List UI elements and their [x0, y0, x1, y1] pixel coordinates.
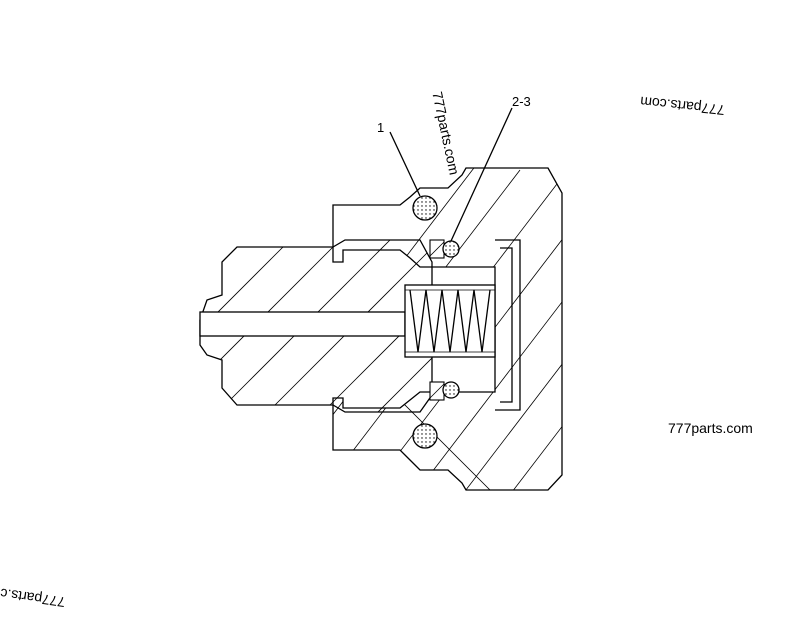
callout-2-3-label: 2-3	[512, 94, 531, 109]
oring-outer-top	[412, 195, 438, 221]
watermark-main: 777parts.com	[668, 420, 753, 436]
oring-inner-top	[429, 239, 460, 259]
oring-outer-bottom	[412, 423, 438, 449]
spring	[404, 284, 496, 358]
oring-inner-bottom	[429, 381, 460, 401]
callout-2-3: 2-3	[450, 94, 531, 242]
callout-1: 1	[377, 120, 421, 197]
housing-body	[332, 167, 563, 491]
callout-1-label: 1	[377, 120, 384, 135]
